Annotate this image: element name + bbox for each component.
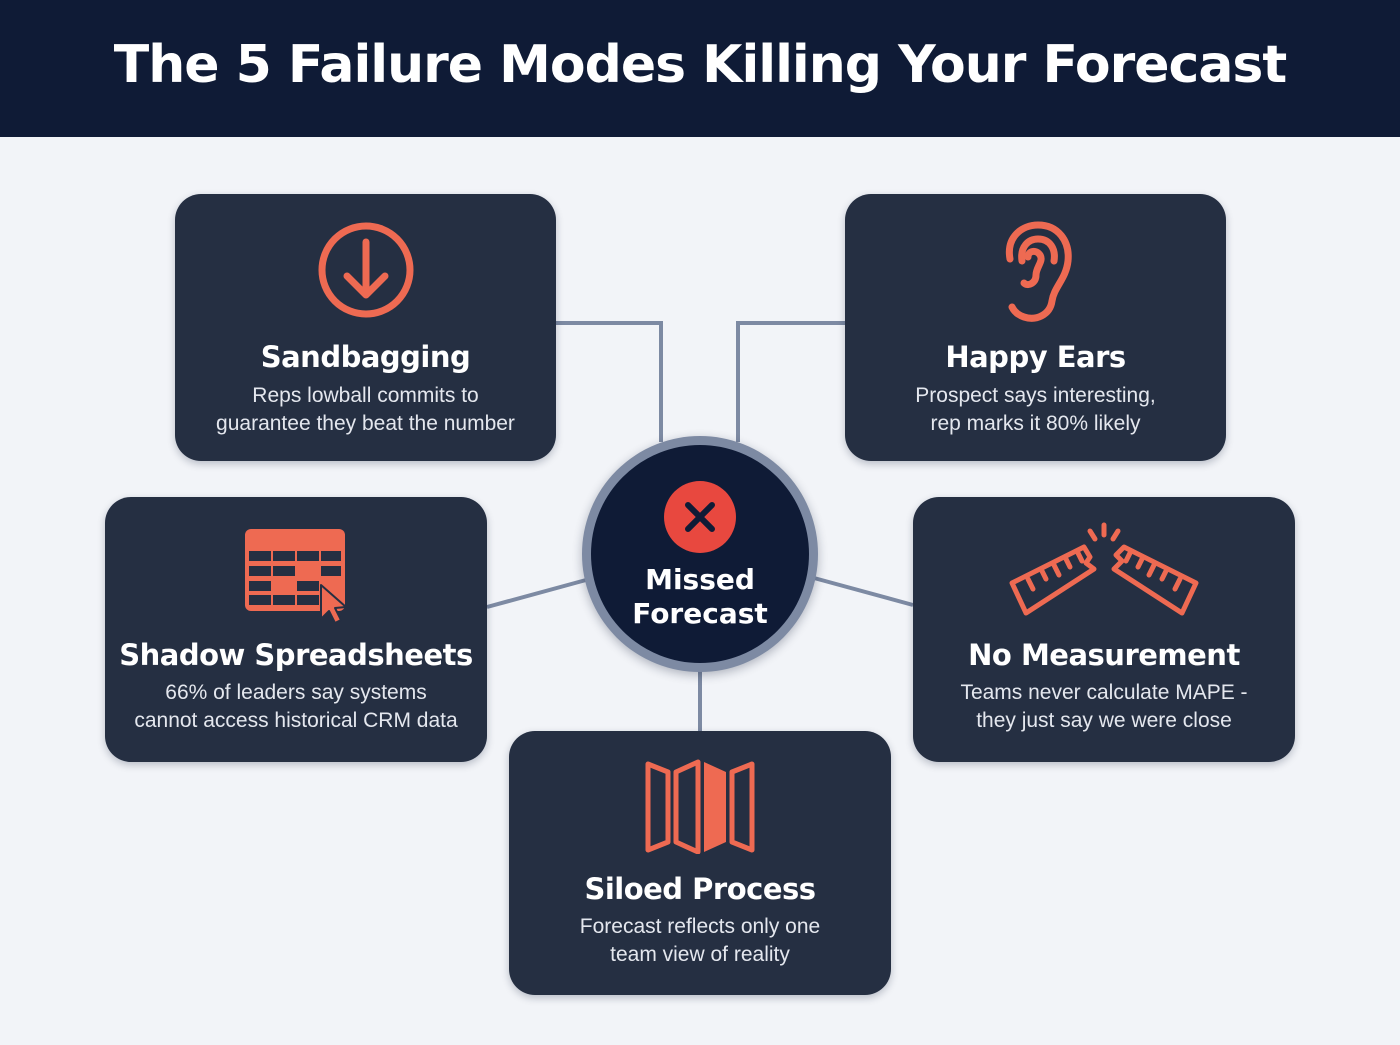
card-no-measurement: No Measurement Teams never calculate MAP… xyxy=(913,497,1295,762)
connector-happy-ears xyxy=(736,321,845,442)
card-description: Prospect says interesting, rep marks it … xyxy=(845,382,1226,438)
card-happy-ears: Happy Ears Prospect says interesting, re… xyxy=(845,194,1226,461)
desc-line: team view of reality xyxy=(610,943,790,966)
card-sandbagging: Sandbagging Reps lowball commits to guar… xyxy=(175,194,556,461)
desc-line: they just say we were close xyxy=(976,709,1232,732)
desc-line: Forecast reflects only one xyxy=(579,915,821,938)
ear-icon xyxy=(1005,221,1072,322)
center-hub-missed-forecast: Missed Forecast xyxy=(582,436,818,672)
card-description: Reps lowball commits to guarantee they b… xyxy=(175,382,556,438)
hub-label-line: Missed xyxy=(645,563,755,596)
desc-line: Reps lowball commits to xyxy=(252,384,479,407)
x-circle-icon xyxy=(664,481,736,553)
card-title: Shadow Spreadsheets xyxy=(119,638,473,672)
page-title: The 5 Failure Modes Killing Your Forecas… xyxy=(113,34,1287,95)
card-description: Teams never calculate MAPE - they just s… xyxy=(913,679,1295,735)
connector-shadow-spreadsheets xyxy=(486,578,587,609)
desc-line: 66% of leaders say systems xyxy=(165,681,427,704)
spreadsheet-cursor-icon xyxy=(245,529,347,624)
hub-label-line: Forecast xyxy=(632,597,768,630)
connector-sandbagging xyxy=(556,321,663,442)
card-title: Sandbagging xyxy=(260,340,471,374)
desc-line: rep marks it 80% likely xyxy=(930,412,1141,435)
connector-no-measurement xyxy=(813,576,914,607)
desc-line: Teams never calculate MAPE - xyxy=(960,681,1248,704)
card-title: Happy Ears xyxy=(945,340,1126,374)
card-description: 66% of leaders say systems cannot access… xyxy=(105,679,487,735)
desc-line: Prospect says interesting, xyxy=(915,384,1156,407)
card-title: No Measurement xyxy=(968,638,1240,672)
desc-line: cannot access historical CRM data xyxy=(134,709,458,732)
arrow-down-circle-icon xyxy=(318,222,413,318)
header-banner: The 5 Failure Modes Killing Your Forecas… xyxy=(0,0,1400,137)
broken-ruler-icon xyxy=(1009,522,1199,616)
card-siloed-process: Siloed Process Forecast reflects only on… xyxy=(509,731,891,995)
card-shadow-spreadsheets: Shadow Spreadsheets 66% of leaders say s… xyxy=(105,497,487,762)
silo-panels-icon xyxy=(645,759,755,854)
hub-label: Missed Forecast xyxy=(591,563,809,631)
card-description: Forecast reflects only one team view of … xyxy=(509,913,891,969)
card-title: Siloed Process xyxy=(584,872,816,906)
desc-line: guarantee they beat the number xyxy=(216,412,515,435)
